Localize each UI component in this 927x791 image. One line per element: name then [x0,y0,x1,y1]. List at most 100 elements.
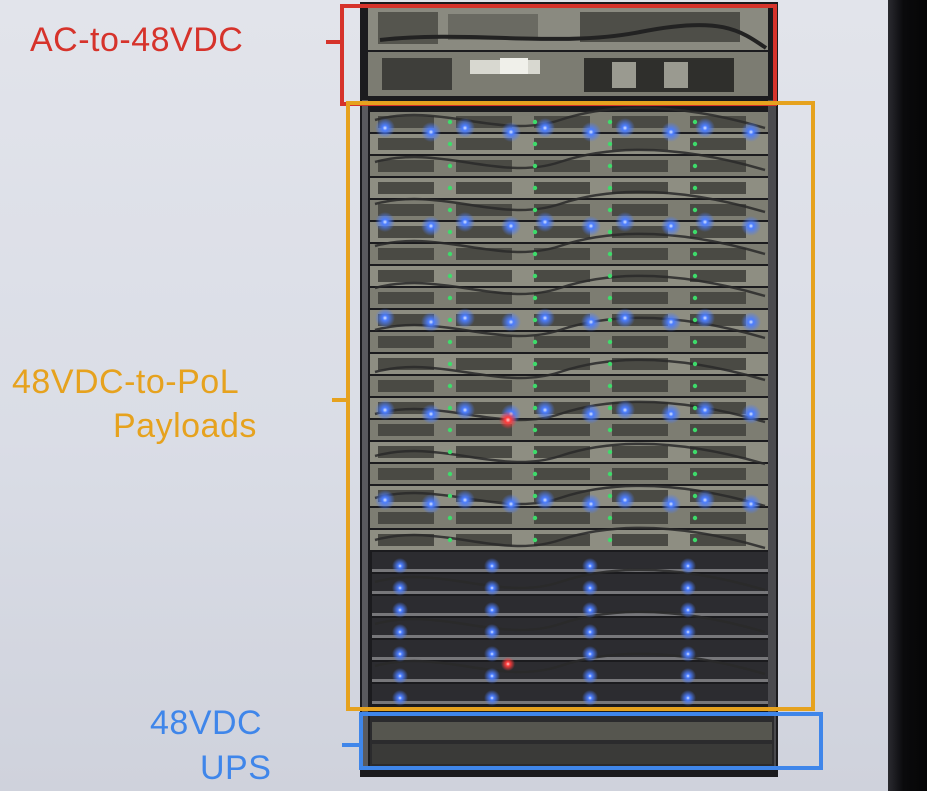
green-led [692,119,698,125]
blue-led [741,312,761,332]
green-led [532,515,538,521]
green-led [447,405,453,411]
status-leds [375,118,761,706]
green-led [447,471,453,477]
cable [374,190,766,214]
blue-led [535,308,555,328]
green-led [532,361,538,367]
blue-led [615,118,635,138]
green-led [447,537,453,543]
blue-led [582,624,598,640]
green-led [692,273,698,279]
green-led [692,185,698,191]
green-led [447,295,453,301]
green-led [692,383,698,389]
green-led [532,163,538,169]
blue-led [484,558,500,574]
green-led [607,383,613,389]
blue-led [535,490,555,510]
blue-led [741,122,761,142]
ups-shelf [370,716,774,768]
blue-led [535,400,555,420]
blue-led [615,490,635,510]
green-led [532,207,538,213]
blue-led [695,400,715,420]
green-led [692,493,698,499]
green-led [692,295,698,301]
green-led [532,185,538,191]
blue-led [455,118,475,138]
blue-led [484,580,500,596]
green-led [607,229,613,235]
blue-led [455,308,475,328]
blue-led [741,494,761,514]
green-led [607,471,613,477]
green-led [532,339,538,345]
blue-led [695,308,715,328]
blue-led [421,312,441,332]
blue-led [392,646,408,662]
green-led [447,515,453,521]
blue-led [501,494,521,514]
green-led [692,163,698,169]
blue-led [455,400,475,420]
blue-led [581,404,601,424]
blue-led [484,646,500,662]
green-led [692,229,698,235]
payload-row [370,376,768,396]
blue-led [375,212,395,232]
payload-row [372,662,768,682]
blue-led [375,308,395,328]
green-led [447,449,453,455]
blue-led [582,602,598,618]
blue-led [421,122,441,142]
green-led [692,361,698,367]
screen-edge [888,0,927,791]
blue-led [661,122,681,142]
green-led [532,493,538,499]
green-led [607,449,613,455]
red-led [499,411,517,429]
green-led [532,119,538,125]
green-led [447,141,453,147]
green-led [532,317,538,323]
green-led [692,207,698,213]
payload-row [372,596,768,616]
payload-row [370,332,768,352]
blue-led [582,646,598,662]
rectifier-shelf [368,6,768,96]
blue-led [680,580,696,596]
green-led [532,251,538,257]
ups-label-line2: UPS [200,749,272,787]
blue-led [535,118,555,138]
green-led [692,339,698,345]
green-led [607,141,613,147]
green-led [447,119,453,125]
blue-led [421,404,441,424]
green-led [532,295,538,301]
payload-row [370,354,768,374]
green-led [692,537,698,543]
blue-led [484,668,500,684]
blue-led [615,212,635,232]
green-led [447,163,453,169]
green-led [532,537,538,543]
payload-row [370,266,768,286]
payloads-label-line1: 48VDC-to-PoL [12,363,240,401]
blue-led [501,122,521,142]
blue-led [680,646,696,662]
cable [374,148,766,172]
green-led [532,229,538,235]
blue-led [680,602,696,618]
green-led [447,251,453,257]
green-led [692,471,698,477]
blue-led [392,690,408,706]
ups-label-line1: 48VDC [150,704,263,742]
blue-led [695,490,715,510]
blue-led [741,404,761,424]
green-led [607,361,613,367]
green-led [447,339,453,345]
blue-led [455,490,475,510]
green-led [692,449,698,455]
blue-led [392,558,408,574]
